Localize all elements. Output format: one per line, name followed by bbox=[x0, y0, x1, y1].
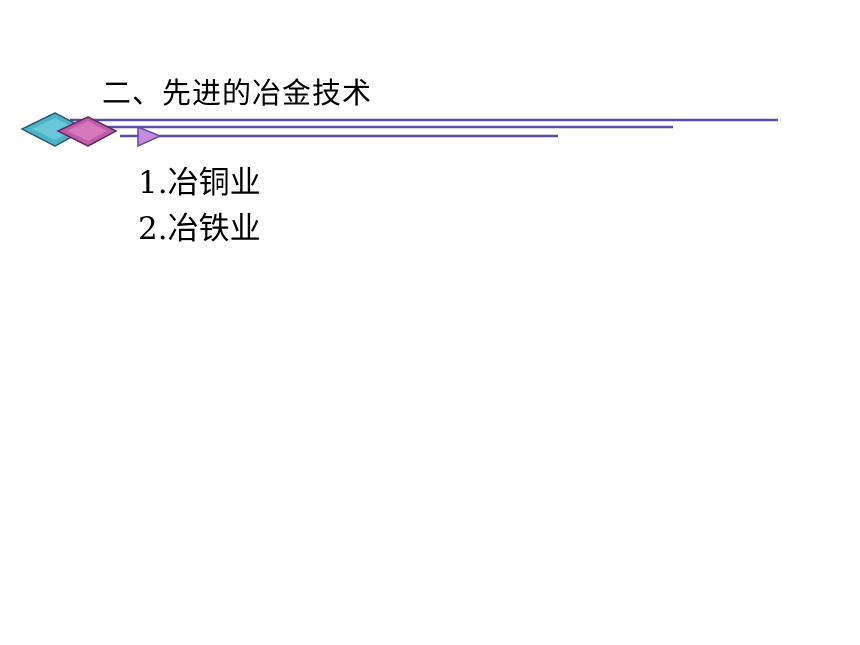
content-list: 1.冶铜业 2.冶铁业 bbox=[138, 160, 261, 252]
arrow-triangle bbox=[137, 125, 162, 148]
list-item: 2.冶铁业 bbox=[138, 211, 261, 247]
list-item: 1.冶铜业 bbox=[138, 165, 261, 201]
slide-title: 二、先进的冶金技术 bbox=[102, 76, 373, 110]
title-decoration bbox=[20, 112, 778, 148]
